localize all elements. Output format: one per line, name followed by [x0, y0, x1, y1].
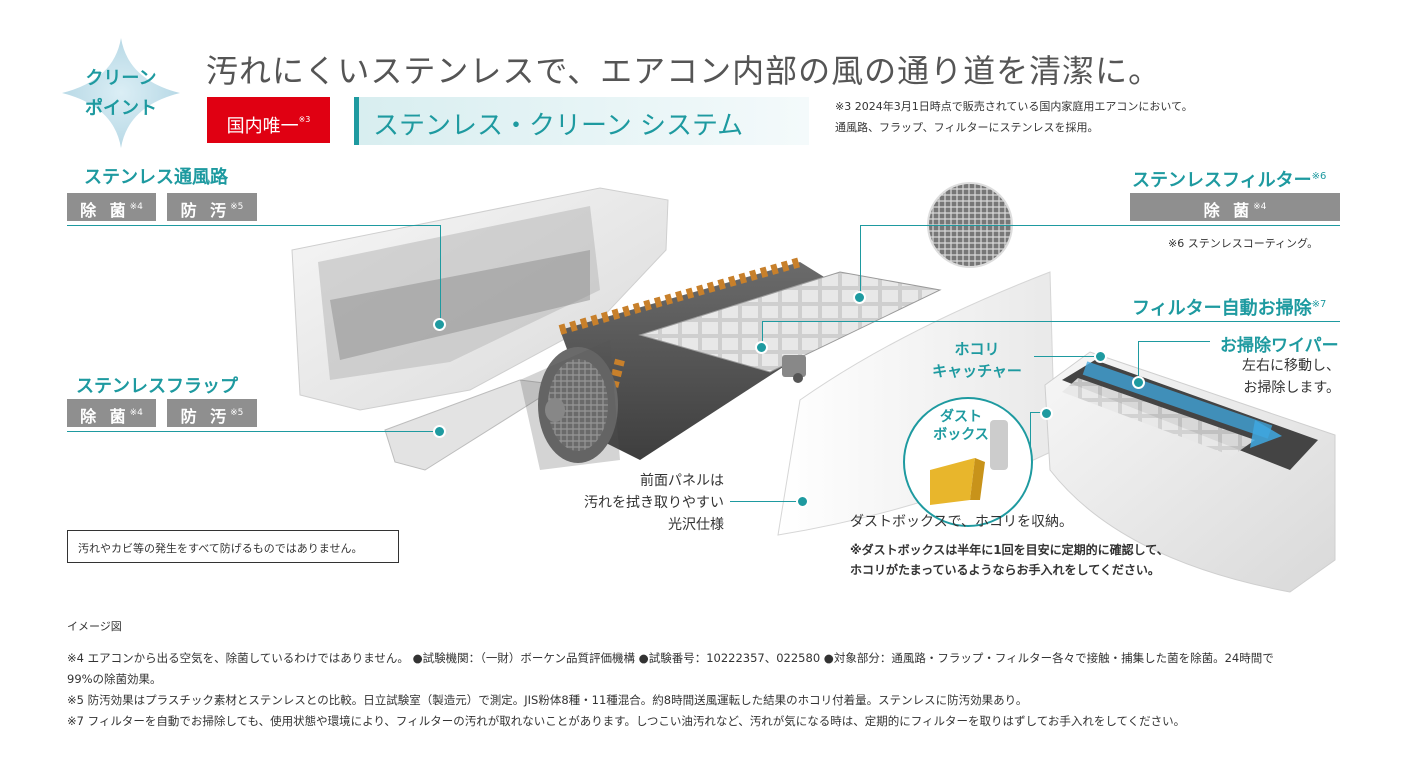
footnote-7: ※7 フィルターを自動でお掃除しても、使用状態や環境により、フィルターの汚れが取… [67, 714, 1186, 728]
filter-leader-line [860, 225, 1340, 226]
dust-box-label: ダスト ボックス [933, 409, 989, 443]
duct-tag-antifouling: 防 汚※5 [167, 193, 257, 221]
panel-desc: 前面パネルは 汚れを拭き取りやすい 光沢仕様 [584, 473, 724, 533]
flap-pointer [433, 425, 446, 438]
auto-clean-pointer [755, 341, 768, 354]
sparkle-icon [62, 38, 180, 148]
badge-line2: ポイント [85, 98, 157, 119]
filter-tag-sterilize: 除 菌※4 [1130, 193, 1340, 221]
disclaimer-box: 汚れやカビ等の発生をすべて防げるものではありません。 [67, 530, 399, 563]
duct-tag-sterilize: 除 菌※4 [67, 193, 156, 221]
dustbox-caption: ダストボックスで、ホコリを収納。 ※ダストボックスは半年に1回を目安に定期的に確… [850, 511, 1169, 578]
auto-clean-leader-drop [762, 321, 763, 347]
unique-tag-text: 国内唯一 [226, 116, 299, 137]
headline: 汚れにくいステンレスで、エアコン内部の風の通り道を清潔に。 [206, 52, 1162, 90]
auto-clean-leader-line [762, 321, 1340, 322]
dustbox-leader-line [1030, 412, 1046, 413]
wiper-leader-line [1138, 341, 1210, 342]
system-name: ステンレス・クリーン システム [373, 111, 744, 141]
disclaimer-text: 汚れやカビ等の発生をすべて防げるものではありません。 [78, 542, 363, 555]
flap-tag-sterilize: 除 菌※4 [67, 399, 156, 427]
system-name-bar: ステンレス・クリーン システム [354, 97, 809, 145]
wiper-leader-drop [1138, 341, 1139, 379]
filter-title: ステンレスフィルター※6 [1132, 170, 1327, 191]
panel-leader-line [730, 501, 800, 502]
dustbox-caption-note2: ホコリがたまっているようならお手入れをしてください。 [850, 563, 1160, 577]
footnote-4a: ※4 エアコンから出る空気を、除菌しているわけではありません。 ●試験機関：（一… [67, 651, 1274, 665]
flap-tag-antifouling: 防 汚※5 [167, 399, 257, 427]
wiper-pointer [1132, 376, 1145, 389]
filter-leader-drop [860, 225, 861, 297]
wiper-desc: 左右に移動し、 お掃除します。 [1242, 358, 1340, 396]
auto-clean-title: フィルター自動お掃除※7 [1132, 298, 1327, 319]
note-3: ※3 2024年3月1日時点で販売されている国内家庭用エアコンにおいて。 通風路… [835, 96, 1193, 138]
footnote-4b: 99%の除菌効果。 [67, 672, 162, 686]
unique-tag: 国内唯一※3 [207, 97, 330, 143]
note-3-line1: ※3 2024年3月1日時点で販売されている国内家庭用エアコンにおいて。 [835, 100, 1193, 113]
image-label: イメージ図 [67, 620, 122, 633]
duct-pointer [433, 318, 446, 331]
catcher-leader-line [1034, 356, 1098, 357]
dustbox-leader-drop [1030, 412, 1031, 448]
aircon-exploded-illustration [291, 182, 1336, 593]
duct-title: ステンレス通風路 [84, 167, 228, 188]
badge-line1: クリーン [85, 68, 157, 89]
flap-leader-line [67, 431, 440, 432]
dustbox-pointer [1040, 407, 1053, 420]
flap-shape [384, 379, 562, 471]
unique-tag-note: ※3 [298, 115, 311, 124]
duct-leader-drop [440, 225, 441, 323]
duct-leader-line [67, 225, 440, 226]
note-3-line2: 通風路、フラップ、フィルターにステンレスを採用。 [835, 121, 1099, 134]
footnote-5: ※5 防汚効果はプラスチック素材とステンレスとの比較。日立試験室（製造元）で測定… [67, 693, 1028, 707]
filter-pointer [853, 291, 866, 304]
dust-catcher-label: ホコリ キャッチャー [932, 340, 1022, 380]
catcher-pointer [1094, 350, 1107, 363]
panel-pointer [796, 495, 809, 508]
dustbox-caption-main: ダストボックスで、ホコリを収納。 [850, 514, 1074, 530]
footnotes: ※4 エアコンから出る空気を、除菌しているわけではありません。 ●試験機関：（一… [67, 648, 1347, 732]
clean-point-badge: クリーン ポイント [62, 38, 180, 148]
note-6: ※6 ステンレスコーティング。 [1168, 237, 1319, 250]
dustbox-caption-note1: ※ダストボックスは半年に1回を目安に定期的に確認して、 [850, 543, 1169, 557]
flap-title: ステンレスフラップ [76, 376, 238, 397]
wiper-title: お掃除ワイパー [1220, 336, 1339, 356]
